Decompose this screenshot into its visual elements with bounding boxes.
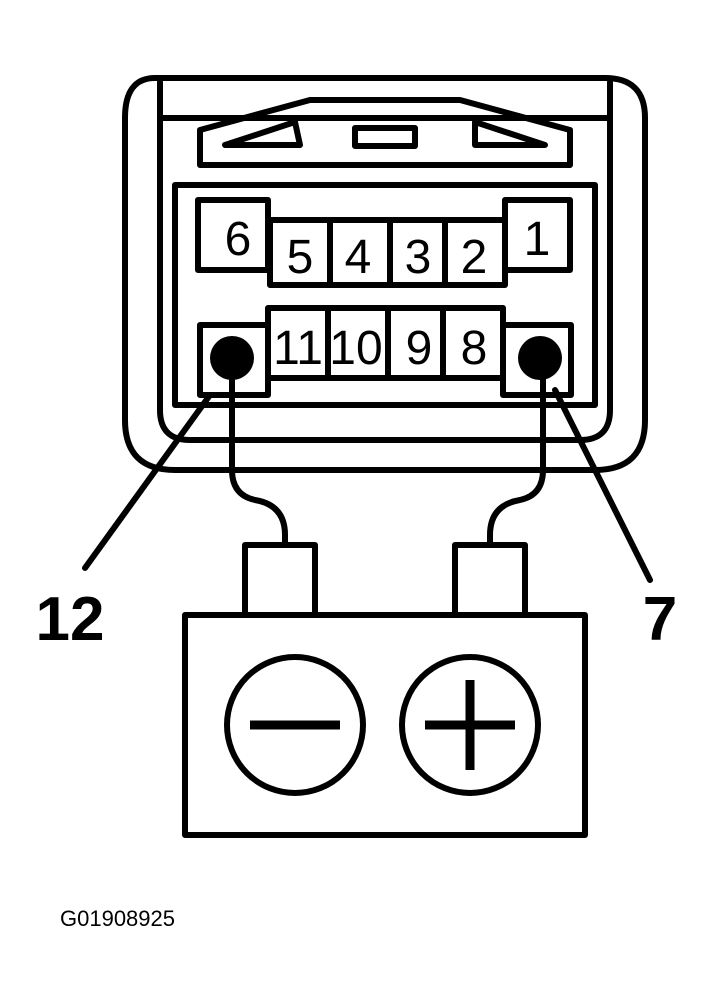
positive-terminal-post xyxy=(452,542,528,618)
pin-box-7 xyxy=(500,322,574,398)
pin-label-1: 1 xyxy=(524,213,551,266)
negative-terminal-post xyxy=(242,542,318,618)
callout-12: 12 xyxy=(36,585,105,654)
pin-label-10: 10 xyxy=(329,322,382,375)
negative-lead-wire xyxy=(229,357,288,548)
latch-left-slot xyxy=(222,119,303,148)
negative-icon xyxy=(224,654,366,796)
probe-pin-7 xyxy=(518,336,562,380)
pin-label-9: 9 xyxy=(406,322,433,375)
latch-right-slot xyxy=(472,119,548,148)
callout-leader-12 xyxy=(82,392,213,571)
pin-label-2: 2 xyxy=(461,231,488,284)
connector-latch xyxy=(197,97,573,168)
battery-body xyxy=(182,612,588,838)
latch-tab xyxy=(352,125,418,149)
pin-label-6: 6 xyxy=(225,213,252,266)
callout-leader-7 xyxy=(552,387,653,583)
pin-box-1 xyxy=(502,197,573,273)
connector-inner-wall xyxy=(157,79,613,443)
pin-label-8: 8 xyxy=(461,322,488,375)
pin-label-11: 11 xyxy=(273,322,323,375)
figure-id: G01908925 xyxy=(60,906,175,931)
pin-label-5: 5 xyxy=(287,231,314,284)
callout-7: 7 xyxy=(643,585,677,654)
positive-icon xyxy=(399,654,541,796)
pin-label-4: 4 xyxy=(345,231,372,284)
pin-label-3: 3 xyxy=(405,231,432,284)
probe-pin-12 xyxy=(210,336,254,380)
positive-lead-wire xyxy=(487,357,546,548)
pin-cavity-frame xyxy=(172,182,598,408)
